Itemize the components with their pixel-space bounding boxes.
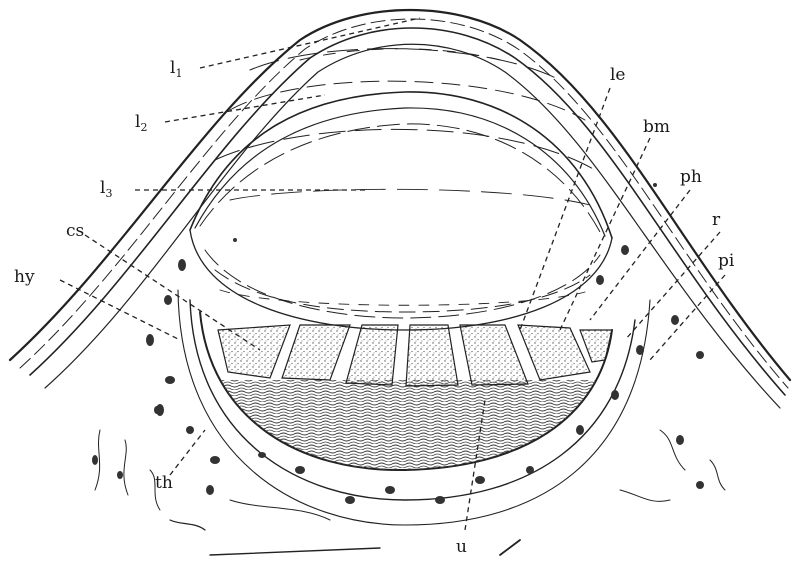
- label-hy: hy: [14, 267, 35, 287]
- label-cs: cs: [66, 221, 84, 241]
- label-pi: pi: [718, 251, 735, 271]
- label-r: r: [712, 210, 721, 230]
- label-l3: l3: [100, 178, 112, 200]
- label-l1: l1: [170, 58, 182, 80]
- lens-layers: [190, 49, 612, 330]
- label-le: le: [610, 65, 626, 85]
- retinal-cells: [218, 325, 612, 386]
- label-ph: ph: [680, 167, 702, 187]
- retina-cup: [178, 290, 650, 525]
- label-u: u: [456, 537, 467, 557]
- label-l2: l2: [135, 112, 147, 134]
- label-th: th: [155, 473, 173, 493]
- outer-cuticle-layers: [10, 10, 790, 408]
- label-bm: bm: [643, 117, 670, 137]
